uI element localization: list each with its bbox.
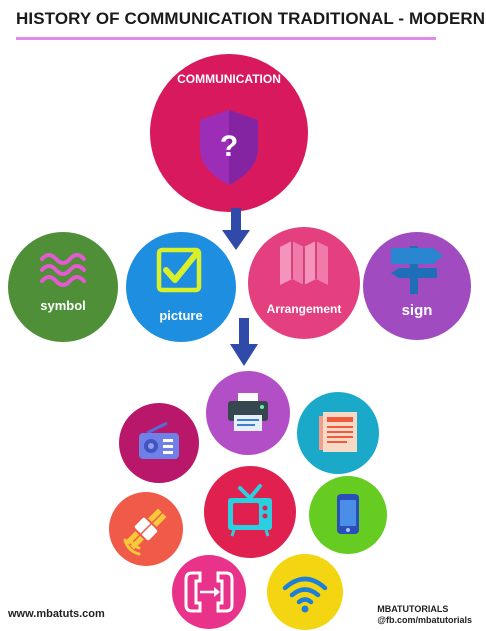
mobile-phone-icon xyxy=(337,494,359,534)
tv-icon xyxy=(228,484,272,537)
symbol-label: symbol xyxy=(40,298,86,313)
wifi-circle xyxy=(267,554,343,630)
printer-icon xyxy=(228,393,268,431)
title-underline xyxy=(16,37,436,40)
television-circle xyxy=(204,466,296,558)
sign-circle: sign xyxy=(363,232,471,340)
page-title: HISTORY OF COMMUNICATION TRADITIONAL - M… xyxy=(16,9,486,28)
radio-icon xyxy=(139,421,179,459)
telephone-icon xyxy=(184,571,234,613)
radio-circle xyxy=(119,403,199,483)
picture-label: picture xyxy=(159,308,203,323)
website-link[interactable]: www.mbatuts.com xyxy=(8,608,105,620)
picture-circle: picture xyxy=(126,232,236,342)
newspaper-icon xyxy=(319,412,357,452)
map-icon xyxy=(280,241,328,285)
facebook-handle[interactable]: @fb.com/mbatutorials xyxy=(377,615,472,625)
communication-label: COMMUNICATION xyxy=(177,72,281,86)
signpost-icon xyxy=(391,246,443,294)
printer-circle xyxy=(206,371,290,455)
wifi-icon xyxy=(282,576,328,613)
arrangement-circle: Arrangement xyxy=(248,227,360,339)
sign-label: sign xyxy=(401,302,433,319)
newspaper-circle xyxy=(297,392,379,474)
down-arrow-1 xyxy=(222,208,250,250)
shield-question-icon: ? xyxy=(200,110,258,185)
checkbox-icon xyxy=(156,247,202,293)
svg-text:?: ? xyxy=(220,130,238,163)
satellite-icon xyxy=(123,508,167,556)
arrangement-label: Arrangement xyxy=(266,302,342,316)
symbol-circle: symbol xyxy=(8,232,118,342)
brand-credits: MBATUTORIALS @fb.com/mbatutorials xyxy=(377,604,472,626)
mobile-circle xyxy=(309,476,387,554)
waves-icon xyxy=(40,253,86,287)
brand-name: MBATUTORIALS xyxy=(377,604,449,614)
down-arrow-2 xyxy=(230,318,258,366)
communication-circle: COMMUNICATION ? xyxy=(150,54,308,212)
telephone-circle xyxy=(172,555,246,629)
satellite-circle xyxy=(109,492,183,566)
